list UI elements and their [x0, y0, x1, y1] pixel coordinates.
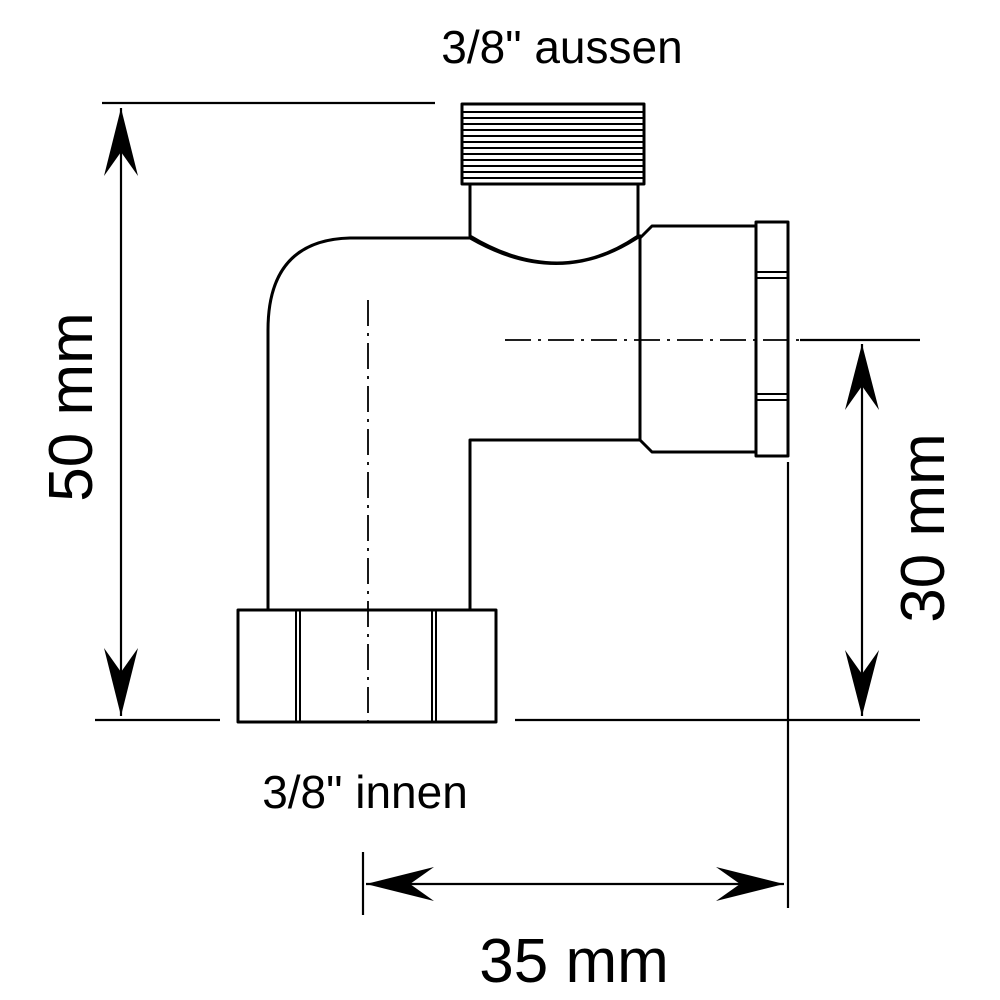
thread-lines: [462, 111, 644, 179]
top-thread-nipple: [460, 102, 646, 186]
height-total-label: 50 mm: [37, 312, 106, 501]
dimension-50mm: [104, 108, 138, 716]
dimension-35mm: [366, 867, 784, 901]
bottom-thread-label: 3/8ʺ innen: [262, 766, 468, 818]
top-neck: [468, 182, 640, 265]
outlet-hex-nut: [754, 220, 790, 458]
top-thread-label: 3/8ʺ aussen: [441, 21, 682, 73]
height-outlet-label: 30 mm: [889, 433, 958, 622]
outlet-body: [638, 224, 758, 454]
dimension-30mm: [845, 344, 879, 716]
elbow-body: [266, 234, 642, 614]
width-offset-label: 35 mm: [479, 927, 668, 996]
bottom-hex-nut: [236, 608, 498, 724]
